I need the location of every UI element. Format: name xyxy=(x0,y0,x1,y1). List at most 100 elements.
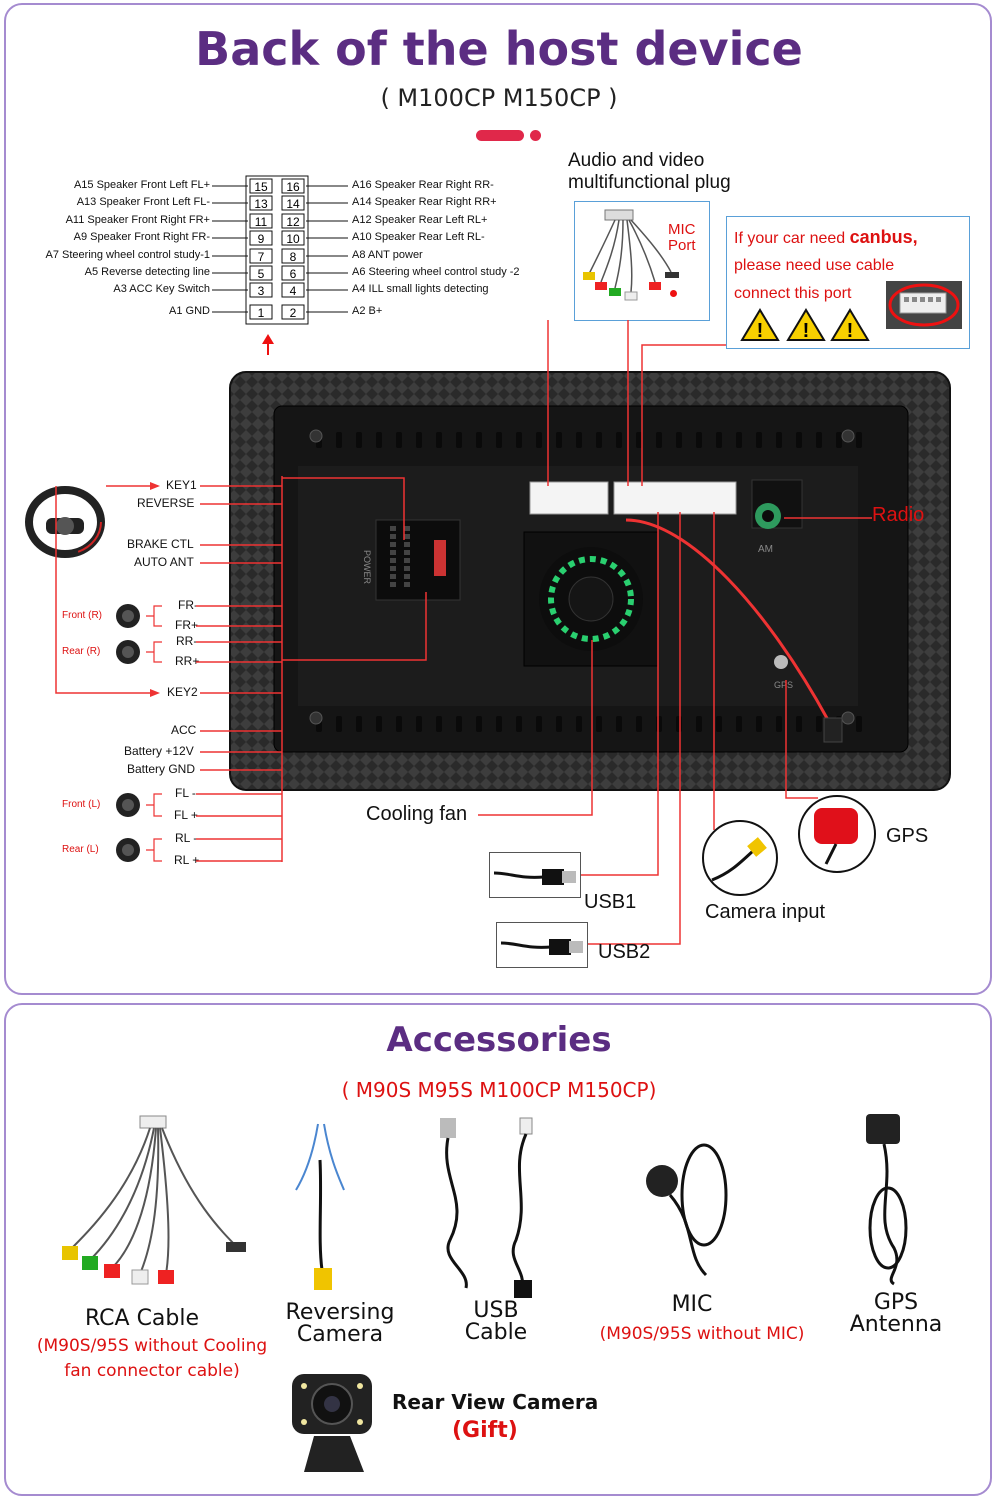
pin-number: 13 xyxy=(254,197,268,211)
gps-lead xyxy=(785,680,818,799)
usb-plug-icon xyxy=(493,869,576,885)
pin-number: 3 xyxy=(258,284,265,298)
wire-label: Battery +12V xyxy=(124,744,194,758)
pin-label-left: A3 ACC Key Switch xyxy=(113,283,210,295)
usb-cable-image xyxy=(440,1117,533,1298)
fan-lead xyxy=(478,640,593,816)
speaker-icon xyxy=(116,838,162,862)
accessory-name: Reversing Camera xyxy=(285,1300,395,1347)
rear-view-camera-image xyxy=(292,1374,372,1472)
svg-text:!: ! xyxy=(847,320,854,342)
pin-cell xyxy=(249,265,273,281)
pin-label-right: A16 Speaker Rear Right RR- xyxy=(352,179,494,191)
warning-icon: ! xyxy=(830,308,870,342)
speaker-icon xyxy=(116,640,162,664)
wire-label: RR+ xyxy=(175,654,200,668)
pin-cell xyxy=(281,230,305,246)
wire-to-power xyxy=(282,477,405,540)
reversing-camera-cable-image xyxy=(295,1123,345,1290)
pin-number: 7 xyxy=(258,250,265,264)
mic-port-label: MIC Port xyxy=(668,221,696,254)
usb1-lead xyxy=(580,512,659,876)
pin-label-left: A9 Speaker Front Right FR- xyxy=(73,231,210,243)
device-gps-print: GPS xyxy=(774,680,793,690)
wire-label: RR- xyxy=(176,634,198,648)
pin-number: 6 xyxy=(290,267,297,281)
pin-number: 15 xyxy=(254,180,268,194)
pin-cell xyxy=(249,230,273,246)
warning-icon: ! xyxy=(786,308,826,342)
pin-number: 9 xyxy=(258,232,265,246)
wire-label: RL + xyxy=(174,853,200,867)
warning-icons: ! ! ! xyxy=(740,308,870,342)
cooling-fan-label: Cooling fan xyxy=(366,803,468,825)
pin-label-right: A14 Speaker Rear Right RR+ xyxy=(352,196,497,208)
accessory-note: (M90S/95S without Cooling fan connector … xyxy=(36,1336,268,1381)
usb1-label: USB1 xyxy=(584,891,637,913)
wire-label: FR+ xyxy=(175,618,199,632)
page-title: Back of the host device xyxy=(195,22,803,76)
wire-label: FR- xyxy=(178,598,198,612)
svg-text:!: ! xyxy=(757,320,764,342)
pin-label-left: A5 Reverse detecting line xyxy=(84,266,210,278)
pin-cell xyxy=(281,282,305,298)
av-harness-icon xyxy=(583,209,679,301)
speaker-tag: Front (R) xyxy=(62,610,102,621)
wire-label: KEY2 xyxy=(167,685,198,699)
av-plug-box xyxy=(574,201,710,321)
usb-plug-icon xyxy=(500,939,583,955)
wire-to-power xyxy=(282,592,427,661)
pin-label-left: A15 Speaker Front Left FL+ xyxy=(73,179,210,191)
wire-label: BRAKE CTL xyxy=(127,537,194,551)
pin-number: 4 xyxy=(290,284,297,298)
pin-cell xyxy=(249,304,273,320)
pin-label-left: A1 GND xyxy=(169,305,210,317)
pin-label-right: A4 ILL small lights detecting xyxy=(352,283,489,295)
warning-icon: ! xyxy=(740,308,780,342)
accessories-title: Accessories xyxy=(386,1020,612,1060)
arrow-head xyxy=(150,482,160,490)
accessory-name: RCA Cable xyxy=(84,1306,200,1331)
pin-number: 8 xyxy=(290,250,297,264)
pin-label-right: A10 Speaker Rear Left RL- xyxy=(352,231,485,243)
canbus-port-photo xyxy=(886,281,962,329)
speaker-tag: Front (L) xyxy=(62,799,101,810)
title-divider-dot xyxy=(530,130,541,141)
pin-cell xyxy=(281,195,305,211)
pin-number: 12 xyxy=(286,215,300,229)
usb2-label: USB2 xyxy=(598,941,651,963)
wire-label: ACC xyxy=(171,723,197,737)
mic-image xyxy=(646,1143,728,1277)
speaker-icon xyxy=(116,793,162,817)
canbus-line-1-text: If your car need xyxy=(734,230,850,247)
pin-cell xyxy=(249,248,273,264)
pin-number: 10 xyxy=(286,232,300,246)
pin-number: 14 xyxy=(286,197,300,211)
pin-cell xyxy=(281,178,305,194)
wire-label: FL - xyxy=(175,786,196,800)
pin-cell xyxy=(249,213,273,229)
gps-antenna-image xyxy=(866,1114,908,1286)
gift-label: Rear View Camera xyxy=(392,1390,599,1414)
camera-input-label: Camera input xyxy=(705,901,826,923)
pin-number: 5 xyxy=(258,267,265,281)
wiring-lines xyxy=(55,320,872,945)
camera-input-icon xyxy=(702,820,778,896)
svg-text:!: ! xyxy=(803,320,810,342)
accessory-note: (M90S/95S without MIC) xyxy=(599,1324,805,1344)
pin-cell xyxy=(281,213,305,229)
steering-wire xyxy=(55,486,150,694)
pin-cell xyxy=(249,282,273,298)
pin-cell xyxy=(281,265,305,281)
wire-label: RL - xyxy=(175,831,198,845)
pin-label-right: A8 ANT power xyxy=(352,249,423,261)
speaker-tag: Rear (R) xyxy=(62,646,101,657)
canbus-line-1: If your car need canbus, xyxy=(734,227,918,248)
pin-number: 1 xyxy=(258,306,265,320)
speaker-icon xyxy=(116,604,162,628)
pin-cell xyxy=(249,195,273,211)
wire-label: Battery GND xyxy=(127,762,196,776)
device-am-print: AM xyxy=(758,544,773,555)
wire-label: KEY1 xyxy=(166,478,197,492)
